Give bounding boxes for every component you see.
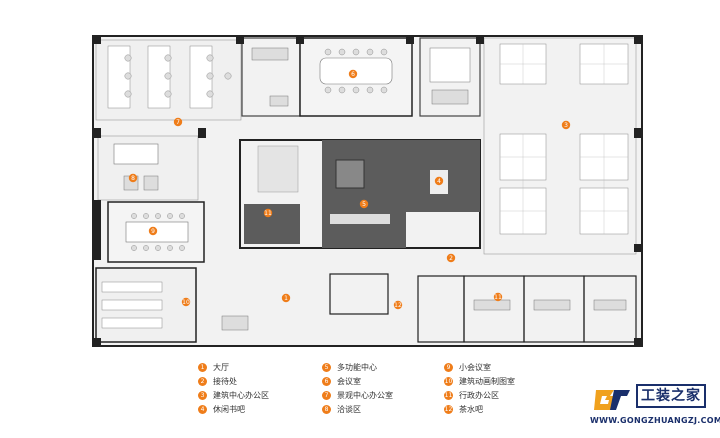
svg-text:1: 1 xyxy=(284,295,288,302)
marker-9: 9 xyxy=(148,226,158,236)
brand-url: WWW.GONGZHUANGZJ.COM xyxy=(590,416,720,425)
marker-12: 12 xyxy=(393,300,403,310)
marker-4: 4 xyxy=(434,176,444,186)
marker-1: 1 xyxy=(281,293,291,303)
marker-2: 2 xyxy=(446,253,456,263)
marker-10: 10 xyxy=(181,297,191,307)
marker-11: 11 xyxy=(263,208,273,218)
svg-text:3: 3 xyxy=(564,122,568,129)
svg-text:8: 8 xyxy=(131,175,135,182)
room-multifunction-center xyxy=(239,139,481,249)
room-animation-studio xyxy=(95,267,197,343)
svg-text:12: 12 xyxy=(394,302,402,309)
marker-6: 6 xyxy=(348,69,358,79)
marker-3: 3 xyxy=(561,120,571,130)
room-architecture-office xyxy=(483,37,637,255)
svg-text:6: 6 xyxy=(351,71,355,78)
svg-text:7: 7 xyxy=(176,119,180,126)
svg-text:11: 11 xyxy=(264,210,272,217)
svg-text:2: 2 xyxy=(449,255,453,262)
svg-text:9: 9 xyxy=(151,228,155,235)
room-small-meeting xyxy=(107,201,205,263)
columns xyxy=(93,36,642,346)
marker-7: 7 xyxy=(173,117,183,127)
brand-name: 工装之家 xyxy=(636,384,706,408)
room-admin-offices xyxy=(329,273,637,343)
room-lounge xyxy=(97,135,199,201)
svg-text:10: 10 xyxy=(182,299,190,306)
marker-5: 5 xyxy=(359,199,369,209)
svg-text:4: 4 xyxy=(437,178,441,185)
marker-11b: 11 xyxy=(493,292,503,302)
room-landscape-office xyxy=(95,39,242,121)
svg-text:11: 11 xyxy=(494,294,502,301)
room-meeting xyxy=(299,37,413,117)
svg-text:5: 5 xyxy=(362,201,366,208)
brand-logo: 工装之家 WWW.GONGZHUANGZJ.COM xyxy=(586,380,720,436)
marker-8: 8 xyxy=(128,173,138,183)
gzj-logo-icon xyxy=(594,390,630,410)
